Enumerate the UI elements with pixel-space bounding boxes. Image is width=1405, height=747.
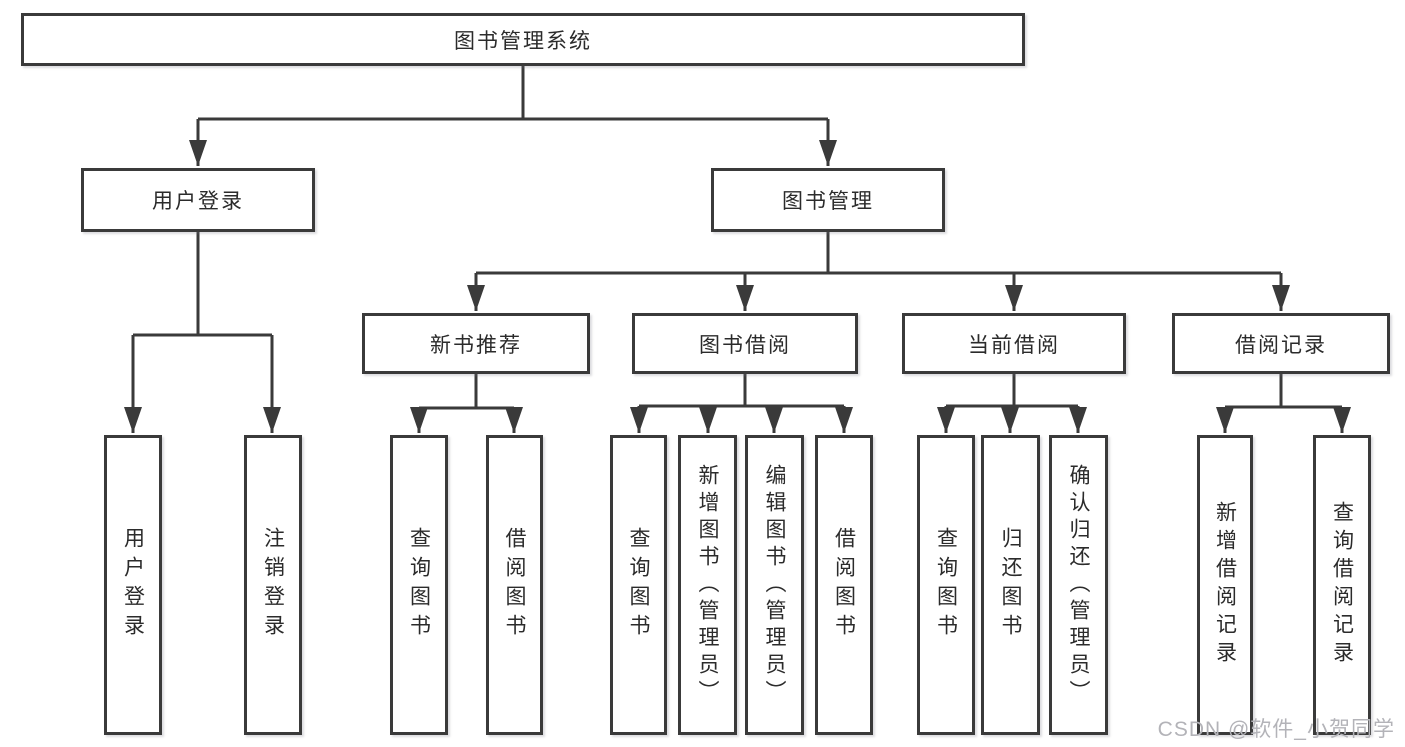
leaf-add-books-admin: 新增图书（管理员） <box>678 435 737 735</box>
node-borrow-records: 借阅记录 <box>1172 313 1390 374</box>
node-library-management-system: 图书管理系统 <box>21 13 1025 66</box>
leaf-confirm-return-admin: 确认归还（管理员） <box>1049 435 1108 735</box>
csdn-watermark: CSDN @软件_小贺同学 <box>1157 718 1395 741</box>
node-user-login: 用户登录 <box>81 168 315 232</box>
leaf-add-borrow-record: 新增借阅记录 <box>1197 435 1253 735</box>
node-book-borrowing: 图书借阅 <box>632 313 858 374</box>
leaf-borrow-books-recommend: 借阅图书 <box>486 435 543 735</box>
leaf-borrow-books-borrowing: 借阅图书 <box>815 435 873 735</box>
leaf-user-login: 用户登录 <box>104 435 162 735</box>
leaf-query-books-recommend: 查询图书 <box>390 435 448 735</box>
leaf-edit-books-admin: 编辑图书（管理员） <box>745 435 804 735</box>
leaf-logout: 注销登录 <box>244 435 302 735</box>
node-current-borrowing: 当前借阅 <box>902 313 1126 374</box>
node-book-management: 图书管理 <box>711 168 945 232</box>
leaf-query-borrow-record: 查询借阅记录 <box>1313 435 1371 735</box>
leaf-query-books-current: 查询图书 <box>917 435 975 735</box>
node-new-book-recommendation: 新书推荐 <box>362 313 590 374</box>
leaf-return-books: 归还图书 <box>981 435 1040 735</box>
leaf-query-books-borrowing: 查询图书 <box>610 435 667 735</box>
